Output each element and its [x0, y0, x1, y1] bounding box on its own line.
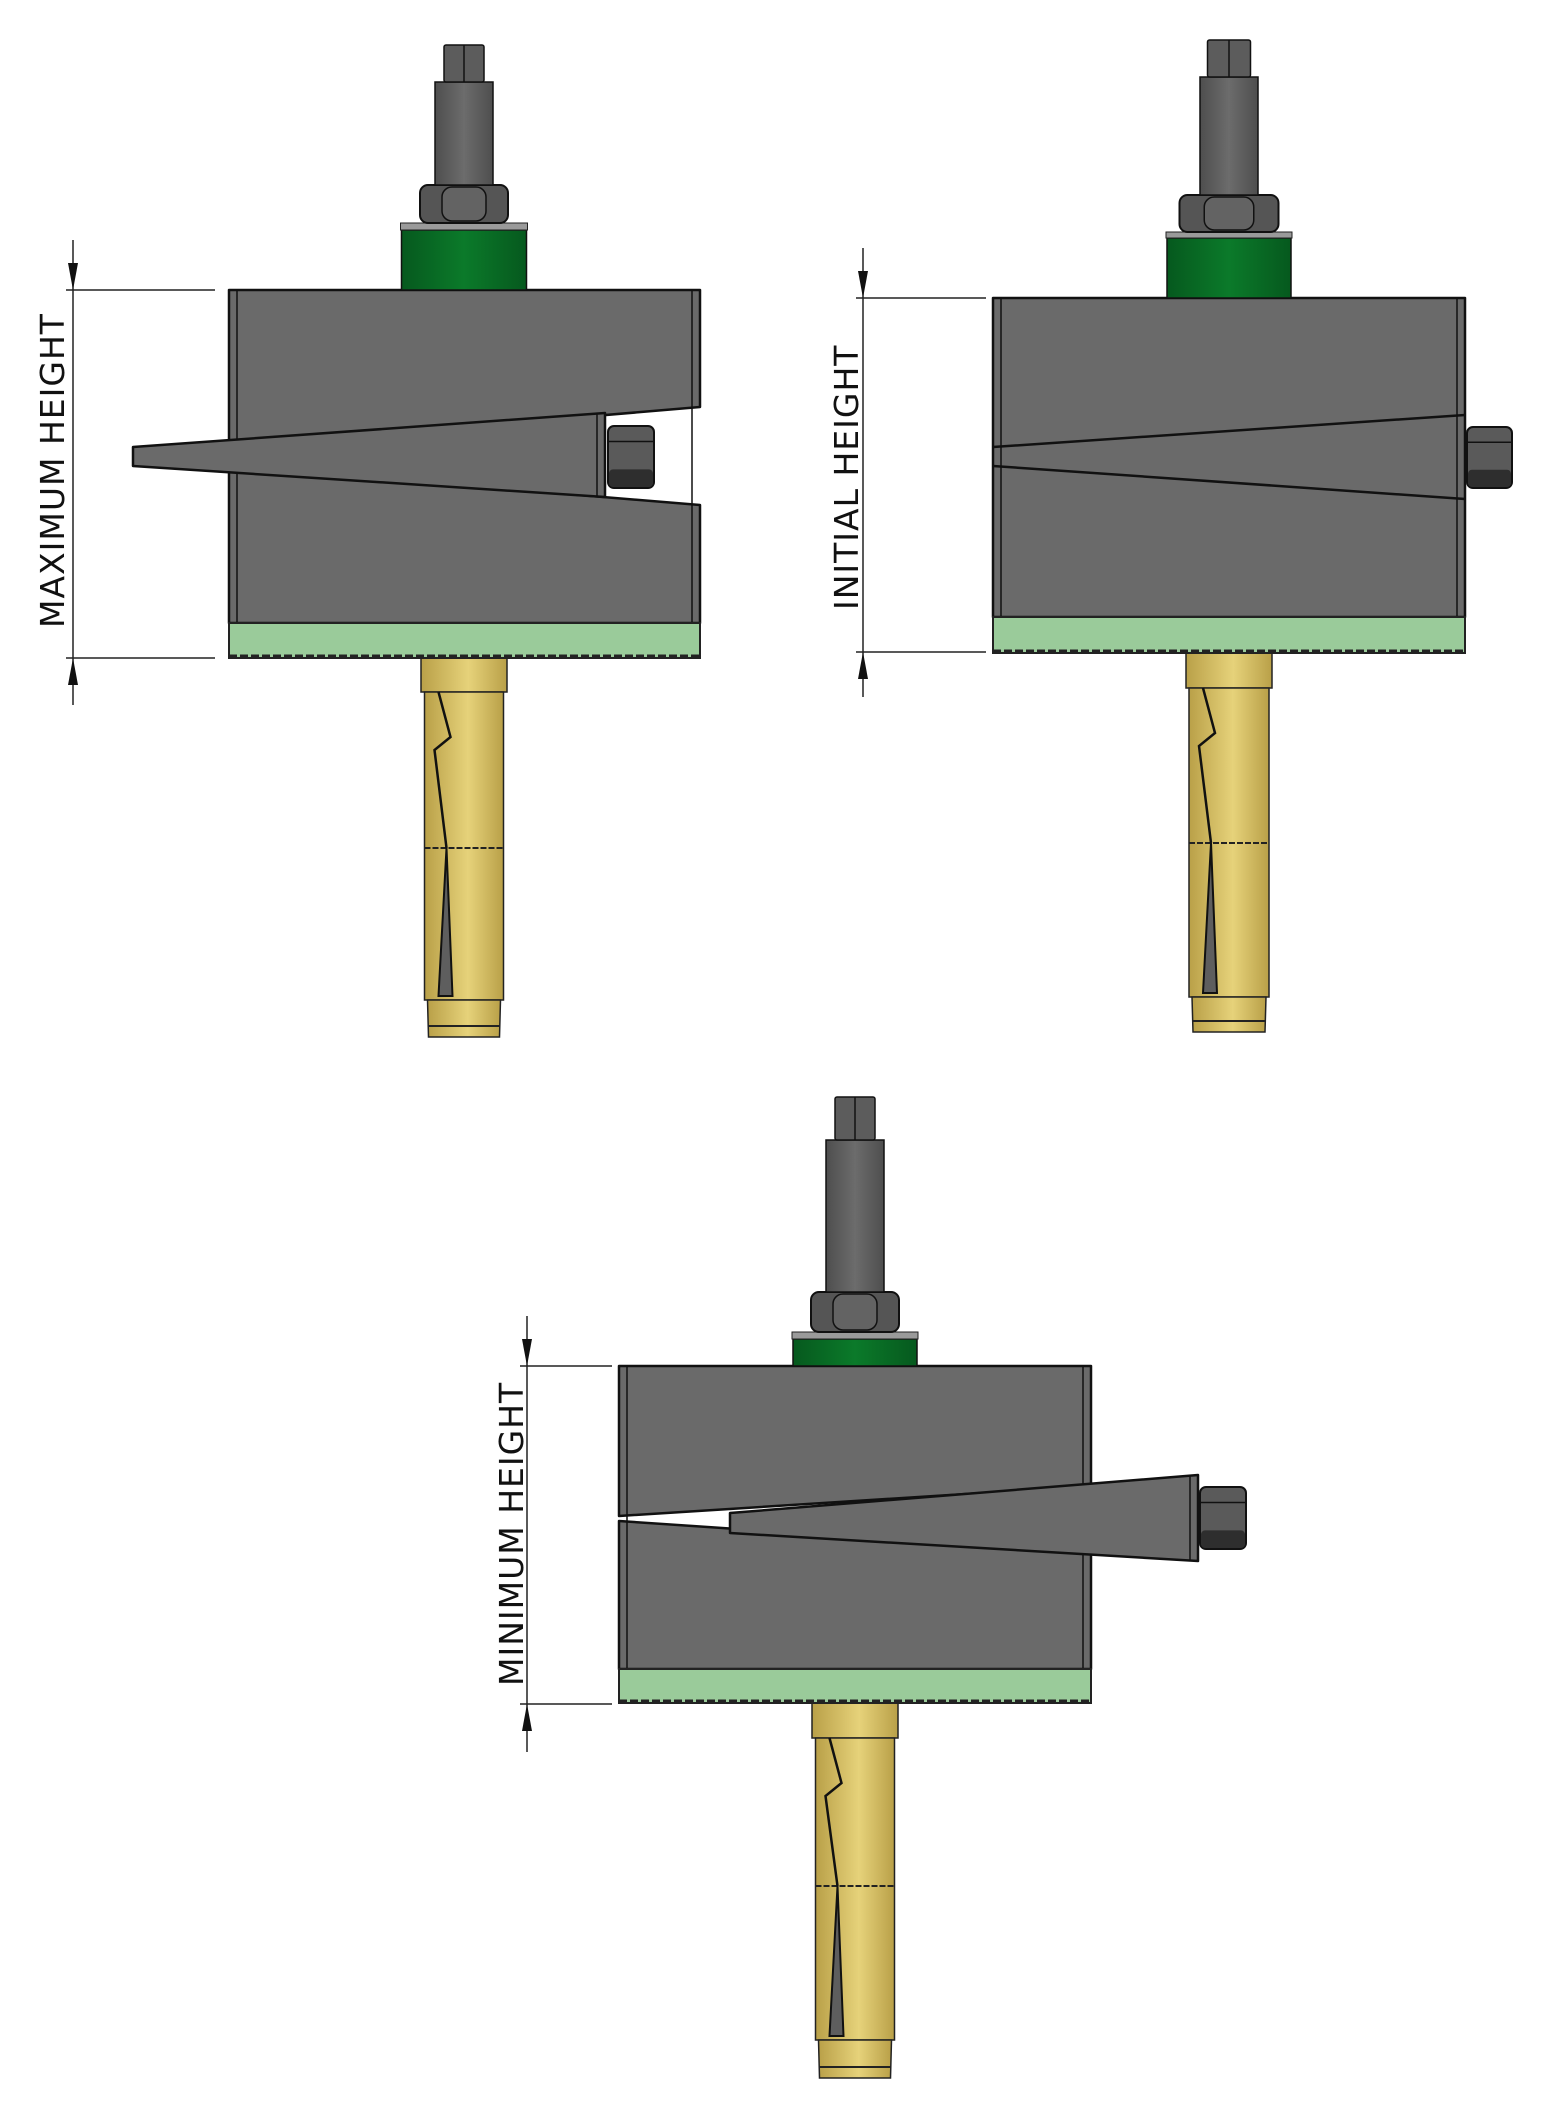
arrow-up-icon [68, 658, 78, 685]
anchor-end-cap [817, 2039, 893, 2079]
upper-block [227, 288, 702, 449]
base-pad [618, 1668, 1092, 1704]
side-nut-shadow [1201, 1530, 1245, 1548]
wedge-upper-seam [992, 413, 1466, 449]
anchor-slit-line [824, 1737, 843, 1887]
green-spacer [792, 1338, 918, 1367]
threaded-stud [1199, 76, 1259, 196]
arrow-down-icon [68, 263, 78, 290]
minimum-height-label: MINIMUM HEIGHT [492, 1381, 531, 1686]
anchor-collar [420, 657, 508, 693]
threaded-stud [825, 1139, 885, 1293]
washer [791, 1331, 919, 1340]
green-spacer [1166, 237, 1292, 299]
initial-height-label: INITIAL HEIGHT [827, 344, 866, 610]
hex-nut-face [832, 1293, 878, 1331]
assembly-initial [856, 39, 1513, 1033]
anchor-collar [1185, 652, 1273, 689]
anchor-expansion-cone [828, 1885, 845, 2037]
side-nut-shadow [609, 469, 653, 487]
hex-nut-face [1203, 196, 1255, 231]
anchor-expansion-cone [1201, 842, 1219, 994]
threaded-stud [434, 81, 494, 186]
sliding-wedge [131, 411, 607, 499]
anchor-end-cap [1191, 996, 1267, 1033]
arrow-down-icon [522, 1339, 532, 1366]
hex-nut-face [441, 186, 487, 222]
anchor-slit-line [433, 691, 452, 849]
arrow-up-icon [858, 652, 868, 679]
anchor-sleeve [814, 1737, 896, 2041]
arrow-down-icon [858, 271, 868, 298]
side-nut-shadow [1468, 469, 1511, 487]
body-block [991, 296, 1467, 619]
anchor-sleeve [423, 691, 505, 1001]
green-spacer [400, 229, 528, 291]
assembly-minimum [520, 1096, 1247, 2079]
wedge-lower-seam [992, 464, 1466, 501]
arrow-up-icon [522, 1704, 532, 1731]
maximum-height-label: MAXIMUM HEIGHT [33, 313, 72, 628]
lower-block [227, 464, 702, 625]
base-pad [992, 616, 1466, 654]
anchor-collar [811, 1702, 899, 1739]
base-pad [228, 622, 701, 659]
anchor-end-cap [426, 999, 502, 1038]
anchor-expansion-cone [437, 847, 454, 997]
sliding-wedge [728, 1473, 1200, 1563]
anchor-slit-line [1197, 687, 1217, 844]
washer [400, 222, 528, 231]
assembly-maximum [66, 44, 702, 1038]
